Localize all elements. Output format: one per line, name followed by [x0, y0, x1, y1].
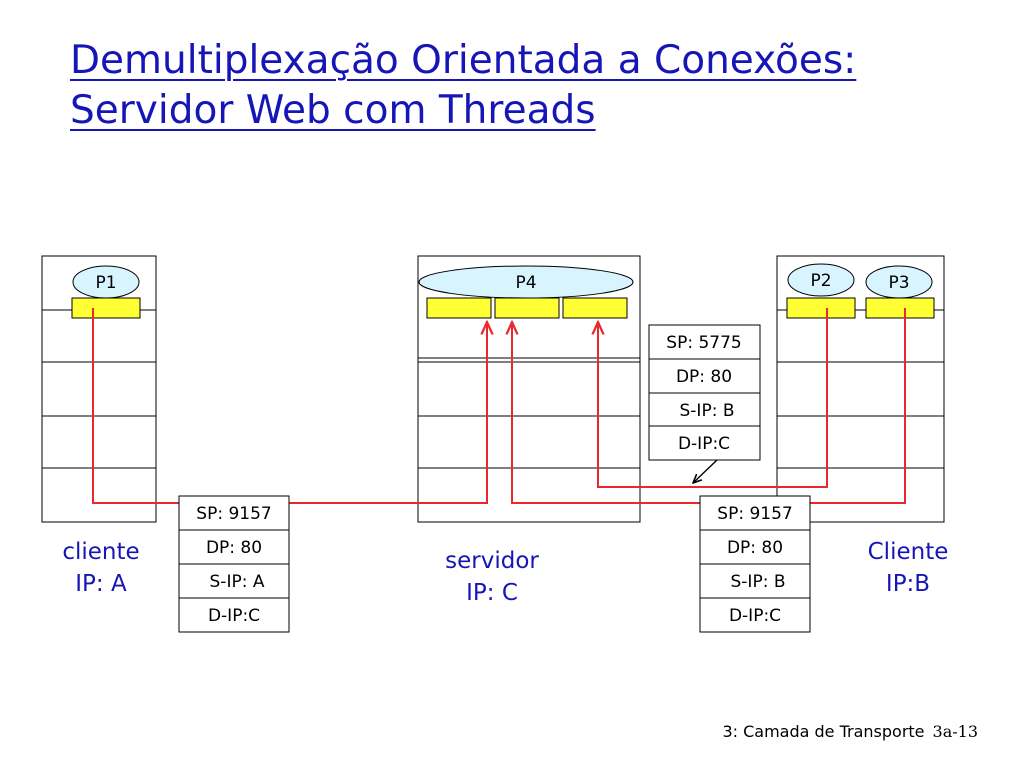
footer-chapter: 3: Camada de Transporte [722, 722, 925, 741]
segment-header-upper: SP: 5775 DP: 80 S-IP: B D-IP:C [648, 324, 761, 461]
process-p2: P2 [787, 263, 855, 297]
segment-upper-dp: DP: 80 [676, 367, 732, 387]
label-server: servidor IP: C [422, 545, 562, 609]
segment-upper-sip: S-IP: B [680, 401, 735, 421]
socket-p3 [865, 297, 935, 319]
process-p4: P4 [418, 265, 634, 299]
label-client-a: cliente IP: A [46, 536, 156, 600]
socket-p4-b [494, 297, 560, 319]
segment-left-dip: D-IP:C [208, 606, 260, 626]
process-p3: P3 [865, 265, 933, 299]
segment-upper-sp: SP: 5775 [666, 333, 741, 353]
process-p2-label: P2 [810, 271, 831, 291]
slide-title-line-1: Demultiplexação Orientada a Conexões: [70, 38, 857, 83]
process-p1-label: P1 [95, 273, 116, 293]
segment-right-dp: DP: 80 [727, 538, 783, 558]
segment-header-left: SP: 9157 DP: 80 S-IP: A D-IP:C [178, 495, 290, 633]
socket-p1 [71, 297, 141, 319]
slide-title: Demultiplexação Orientada a Conexões: Se… [70, 36, 856, 136]
slide-title-line-2: Servidor Web com Threads [70, 88, 596, 133]
label-server-line-1: servidor [445, 548, 539, 574]
host-client-b-stack [776, 255, 945, 523]
process-p4-label: P4 [515, 273, 536, 293]
segment-right-sip: S-IP: B [731, 572, 786, 592]
segment-upper-pointer [693, 459, 718, 483]
connection-line-b-p2 [598, 308, 828, 488]
process-p1: P1 [72, 265, 140, 299]
slide-footer: 3: Camada de Transporte 3a-13 [722, 722, 978, 741]
label-client-a-line-1: cliente [62, 539, 140, 565]
segment-left-sip: S-IP: A [210, 572, 265, 592]
socket-p4-a [426, 297, 492, 319]
segment-header-right: SP: 9157 DP: 80 S-IP: B D-IP:C [699, 495, 811, 633]
connection-line-a [92, 308, 487, 504]
segment-left-dp: DP: 80 [206, 538, 262, 558]
segment-right-dip: D-IP:C [729, 606, 781, 626]
segment-left-sp: SP: 9157 [196, 504, 271, 524]
footer-page-number: 3a-13 [932, 722, 978, 741]
label-server-line-2: IP: C [466, 580, 518, 606]
label-client-b-line-1: Cliente [867, 539, 949, 565]
segment-right-sp: SP: 9157 [717, 504, 792, 524]
socket-p2 [786, 297, 856, 319]
label-client-a-line-2: IP: A [75, 571, 127, 597]
socket-p4-c [562, 297, 628, 319]
segment-upper-dip: D-IP:C [678, 434, 730, 454]
label-client-b: Cliente IP:B [848, 536, 968, 600]
process-p3-label: P3 [888, 273, 909, 293]
label-client-b-line-2: IP:B [885, 571, 931, 597]
